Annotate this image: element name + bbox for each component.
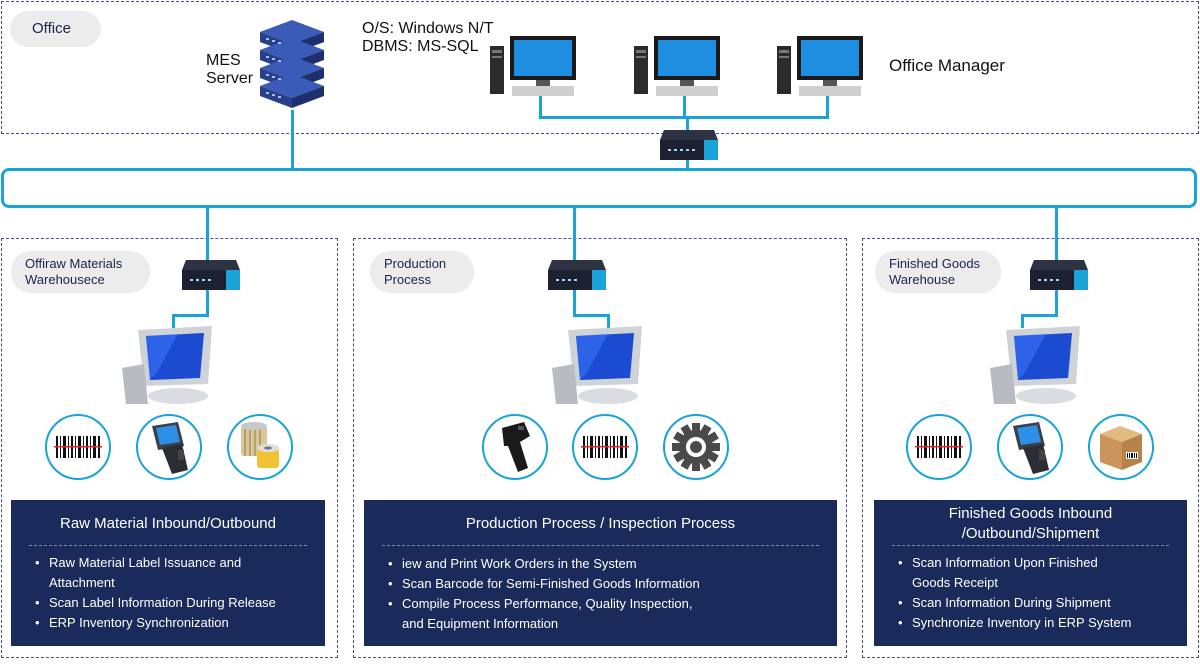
raw-materials-label: Offiraw Materials Warehousece [11,251,150,293]
list-item-text-cont: Goods Receipt [912,575,998,590]
network-switch-icon [182,260,240,290]
office-label: Office [10,11,101,47]
server-link-line [291,110,294,170]
raw-label-line1: Offiraw Materials [25,256,123,271]
list-item-text-cont: Attachment [49,575,115,590]
list-item-text: Raw Material Label Issuance and [49,555,242,570]
finished-goods-label: Finished Goods Warehouse [875,251,1001,293]
production-drop-line [573,206,576,262]
list-item: Raw Material Label Issuance andAttachmen… [35,553,315,593]
filter-parts-icon [227,414,293,480]
office-lan-line [686,116,689,130]
list-item-text: Scan Information Upon Finished [912,555,1098,570]
list-item-text-cont: and Equipment Information [402,616,559,631]
raw-pc-line [172,314,175,328]
production-panel-title: Production Process / Inspection Process [465,515,736,532]
list-item: Scan Information During Shipment [898,593,1177,613]
mes-server-icon [260,20,324,108]
raw-pc-line [206,290,209,316]
office-switch-link [686,160,689,170]
panel-divider [29,545,307,546]
office-lan-line [826,96,829,118]
list-item-text: Compile Process Performance, Quality Ins… [402,596,693,611]
barcode-icon [45,414,111,480]
finished-label-line1: Finished Goods [889,256,981,271]
raw-label-line2: Warehousece [25,272,105,287]
desktop-pc-icon [122,326,212,404]
handheld-scanner-icon [997,414,1063,480]
list-item: Compile Process Performance, Quality Ins… [388,594,827,634]
raw-info-panel: Raw Material Inbound/Outbound Raw Materi… [11,500,325,646]
list-item-text: Scan Barcode for Semi-Finished Goods Inf… [402,576,700,591]
raw-item-list: Raw Material Label Issuance andAttachmen… [29,553,315,633]
finished-pc-line [1021,314,1058,317]
gear-icon [663,414,729,480]
office-lan-line [539,96,542,118]
server-label-line2: Server [206,70,254,87]
production-label-line1: Production [384,256,447,271]
list-item-text: ERP Inventory Synchronization [49,615,229,630]
network-switch-icon [660,130,718,160]
office-zone [1,1,1199,134]
handheld-scanner-icon [136,414,202,480]
list-item: iew and Print Work Orders in the System [388,554,827,574]
finished-label-line2: Warehouse [889,272,955,287]
list-item: Scan Barcode for Semi-Finished Goods Inf… [388,574,827,594]
barcode-gun-icon [482,414,548,480]
raw-drop-line [206,206,209,262]
server-label: MES Server [206,52,253,88]
barcode-icon [572,414,638,480]
panel-divider [382,545,819,546]
workstation-icon [777,36,863,96]
production-label-line2: Process [384,272,431,287]
os-text: O/S: Windows N/T [362,20,494,37]
network-switch-icon [1030,260,1088,290]
production-item-list: iew and Print Work Orders in the System … [382,554,827,634]
office-manager-label: Office Manager [889,56,1005,75]
list-item-text: Synchronize Inventory in ERP System [912,615,1132,630]
production-pc-line [607,314,610,328]
network-switch-icon [548,260,606,290]
workstation-icon [490,36,576,96]
list-item: ERP Inventory Synchronization [35,613,315,633]
office-label-text: Office [32,20,71,37]
list-item-text: Scan Label Information During Release [49,595,276,610]
barcode-icon [906,414,972,480]
desktop-pc-icon [552,326,642,404]
list-item-text: Scan Information During Shipment [912,595,1111,610]
panel-divider [892,545,1169,546]
raw-panel-title: Raw Material Inbound/Outbound [60,515,276,532]
box-icon [1088,414,1154,480]
finished-drop-line [1055,206,1058,262]
list-item-text: iew and Print Work Orders in the System [402,556,637,571]
raw-pc-line [172,314,209,317]
production-pc-line [573,314,610,317]
finished-panel-title-line1: Finished Goods Inbound [948,505,1113,522]
list-item: Scan Label Information During Release [35,593,315,613]
production-info-panel: Production Process / Inspection Process … [364,500,837,646]
finished-panel-title-line2: /Outbound/Shipment [961,525,1100,542]
dbms-text: DBMS: MS-SQL [362,38,479,55]
workstation-icon [634,36,720,96]
production-label: Production Process [370,251,474,293]
network-backbone [1,168,1197,208]
office-lan-line [683,96,686,118]
finished-pc-line [1021,314,1024,328]
finished-info-panel: Finished Goods Inbound /Outbound/Shipmen… [874,500,1187,646]
office-lan-line [539,116,829,119]
desktop-pc-icon [990,326,1080,404]
server-label-line1: MES [206,52,241,69]
finished-pc-line [1055,290,1058,316]
production-pc-line [573,290,576,316]
list-item: Synchronize Inventory in ERP System [898,613,1177,633]
